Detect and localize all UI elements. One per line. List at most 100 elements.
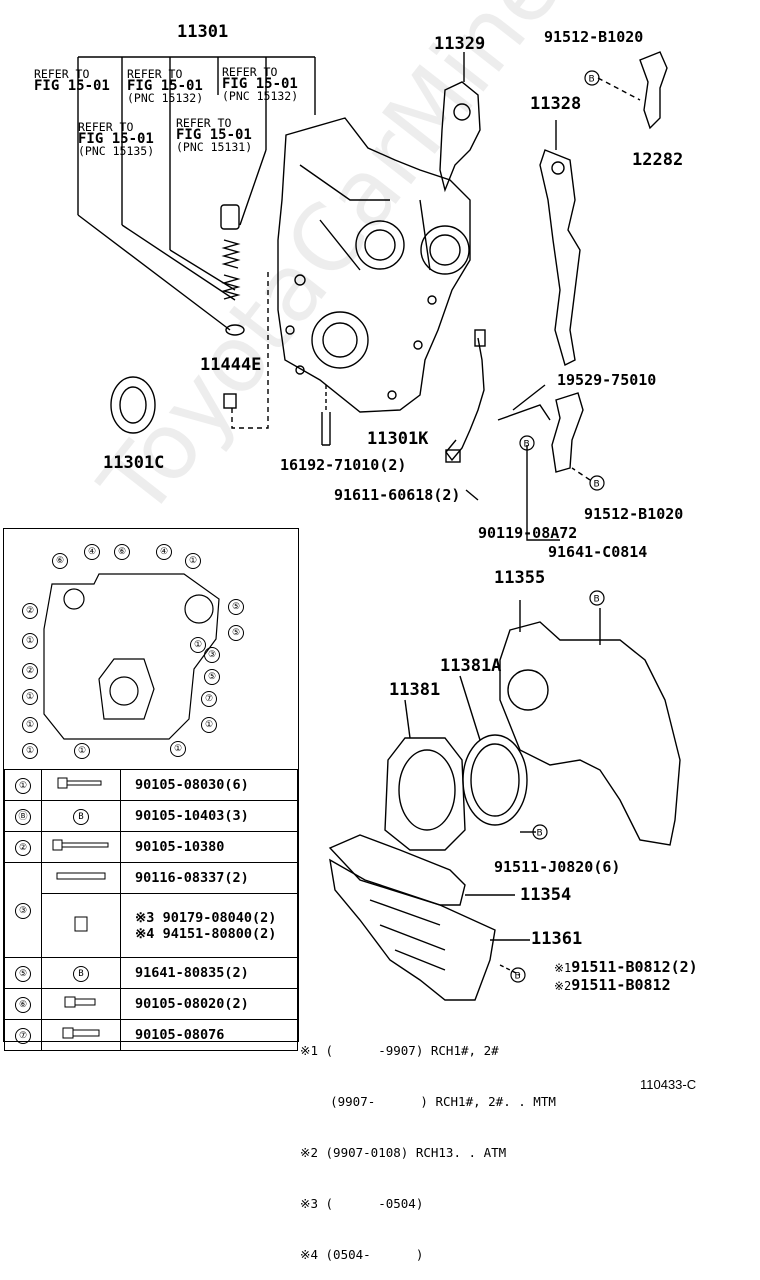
applicability-notes: ※1 ( -9907) RCH1#, 2# (9907- ) RCH1#, 2#…	[300, 1008, 556, 1280]
exploded-parts-diagram: B B B B B B	[77, 51, 681, 1001]
retainer-11381	[384, 737, 466, 851]
inset-marker: ①	[170, 741, 186, 757]
legend-part: 91641-80835(2)	[120, 957, 298, 989]
stud	[321, 412, 331, 446]
label-11355: 11355	[494, 568, 546, 588]
legend-part: 90105-08020(2)	[120, 988, 298, 1020]
inset-marker: ⑤	[204, 669, 220, 685]
legend-row: ⑦ 90105-08076	[4, 1019, 298, 1051]
legend-row: ① 90105-08030(6)	[4, 769, 298, 801]
label-11301c: 11301C	[103, 453, 165, 473]
oil-seal-11301c	[110, 376, 156, 434]
bolt-location-inset: ⑥ ④ ⑥ ④ ① ② ⑤ ① ⑤ ① ③ ② ⑤ ① ⑦ ① ① ① ① ①	[4, 529, 298, 770]
note-line: (9907- ) RCH1#, 2#. . MTM	[300, 1094, 556, 1109]
inset-marker: ②	[22, 663, 38, 679]
inset-marker: ③	[204, 647, 220, 663]
sensor-11301k	[445, 337, 485, 462]
legend-part: ※3 90179-08040(2)※4 94151-80800(2)	[120, 893, 298, 958]
legend-part: 90105-08030(6)	[120, 769, 298, 801]
bolt-icon	[41, 769, 121, 801]
note-line: ※4 (0504- )	[300, 1247, 424, 1262]
inset-marker: ①	[190, 637, 206, 653]
legend-row: ※3 90179-08040(2)※4 94151-80800(2)	[5, 893, 298, 958]
flange-bolt-icon	[41, 1019, 121, 1051]
legend-row: ③ 90116-08337(2)	[4, 862, 298, 958]
bracket-11301	[77, 56, 316, 250]
seal-11381a	[462, 734, 528, 826]
gasket-11328	[539, 149, 581, 367]
svg-text:B: B	[515, 972, 521, 982]
b-marker-icon: B	[41, 957, 121, 989]
label-11354: 11354	[520, 885, 572, 905]
label-91511-b0812-2: ※291511-B0812	[554, 976, 671, 994]
inset-marker: ④	[156, 544, 172, 560]
b-marker-icon: B	[41, 800, 121, 832]
legend-part: 90105-10403(3)	[120, 800, 298, 832]
inset-marker: ⑥	[114, 544, 130, 560]
legend-row: ⑤ B 91641-80835(2)	[4, 957, 298, 989]
label-11444e: 11444E	[200, 355, 262, 375]
plate-11354	[328, 834, 466, 906]
legend-key: ⑤	[4, 957, 42, 989]
nut-icon	[41, 893, 121, 958]
inset-marker: ①	[74, 743, 90, 759]
inset-marker: ①	[22, 633, 38, 649]
legend-table: ① 90105-08030(6) Ⓑ B 90105-10403(3) ② 90…	[4, 769, 298, 1051]
hook-12282	[639, 51, 668, 130]
legend-key: Ⓑ	[4, 800, 42, 832]
washer	[225, 324, 245, 336]
legend-row: ⑥ 90105-08020(2)	[4, 988, 298, 1020]
gasket-11329	[439, 81, 481, 193]
inset-marker: ①	[185, 553, 201, 569]
inset-marker: ⑤	[228, 625, 244, 641]
spring	[221, 239, 241, 300]
catalog-number: 110433-C	[640, 1077, 697, 1092]
plate-11355	[499, 621, 681, 846]
inset-marker: ①	[201, 717, 217, 733]
label-91512-b1020: 91512-B1020	[584, 505, 684, 523]
inset-marker: ①	[22, 743, 38, 759]
label-19529: 19529-75010	[557, 371, 657, 389]
inset-marker: ⑦	[201, 691, 217, 707]
inset-marker: ①	[22, 689, 38, 705]
legend-key: ⑦	[4, 1019, 42, 1051]
hook-19529	[551, 392, 584, 473]
note-line: ※3 ( -0504)	[300, 1196, 424, 1211]
label-11301k: 11301K	[367, 429, 429, 449]
legend-key: ②	[4, 831, 42, 863]
legend-row: ② 90105-10380	[4, 831, 298, 863]
inset-marker: ②	[22, 603, 38, 619]
label-91511-b0812-1: ※191511-B0812(2)	[554, 958, 698, 976]
legend-key: ③	[4, 862, 42, 958]
leader-lines-11301	[77, 149, 267, 331]
inset-outline	[43, 573, 220, 740]
label-11361: 11361	[531, 929, 583, 949]
note-line: ※2 (9907-0108) RCH13. . ATM	[300, 1145, 507, 1160]
part-11444e	[223, 393, 237, 409]
label-11381a: 11381A	[440, 656, 502, 676]
svg-text:B: B	[524, 440, 530, 450]
legend-part: 90105-10380	[120, 831, 298, 863]
legend-key: ⑥	[4, 988, 42, 1020]
legend-part: 90116-08337(2)	[120, 862, 298, 894]
timing-cover	[277, 117, 471, 413]
bolt-legend: ⑥ ④ ⑥ ④ ① ② ⑤ ① ⑤ ① ③ ② ⑤ ① ⑦ ① ① ① ① ① …	[3, 528, 299, 1051]
label-91611: 91611-60618(2)	[334, 486, 461, 504]
inset-marker: ①	[22, 717, 38, 733]
label-91511-j0820: 91511-J0820(6)	[494, 858, 621, 876]
inset-marker: ⑤	[228, 599, 244, 615]
svg-text:B: B	[594, 480, 600, 490]
stud-icon	[41, 862, 121, 894]
label-16192: 16192-71010(2)	[280, 456, 407, 474]
plug	[220, 204, 240, 230]
label-11328: 11328	[530, 94, 582, 114]
bolt-icon	[41, 831, 121, 863]
label-91641-c0814: 91641-C0814	[548, 543, 648, 561]
flange-bolt-icon	[41, 988, 121, 1020]
label-11381: 11381	[389, 680, 441, 700]
legend-key: ①	[4, 769, 42, 801]
